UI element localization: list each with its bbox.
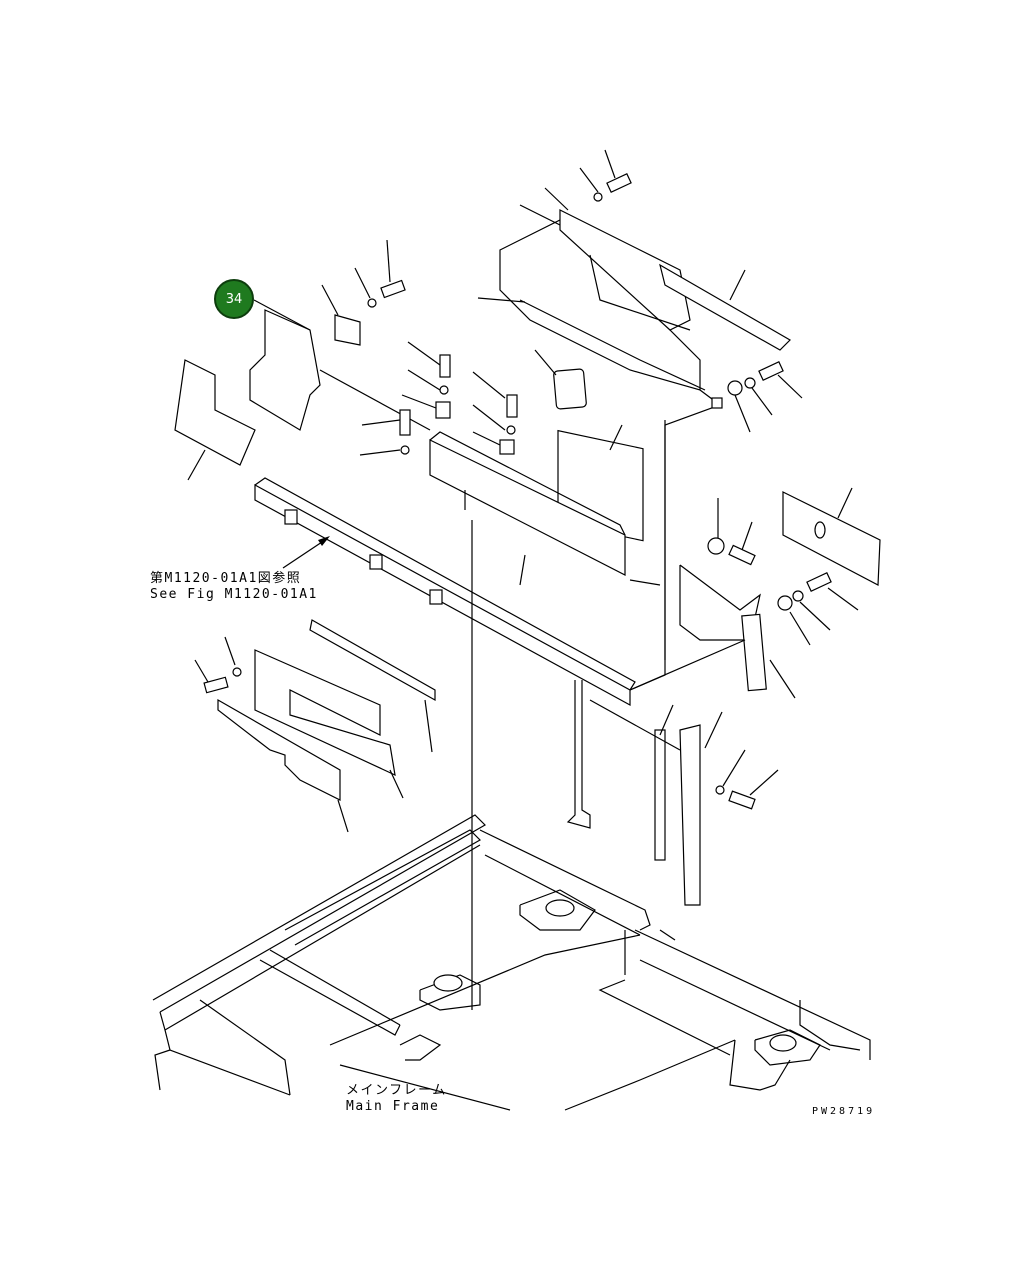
vertical-strips — [654, 704, 779, 906]
lower-left-covers — [194, 619, 436, 833]
main-frame-label-en: Main Frame — [346, 1099, 440, 1114]
rear-cover-assembly — [499, 209, 791, 660]
part-callout-number: 34 — [225, 291, 243, 307]
reference-label-jp: 第M1120-01A1図参照 — [150, 571, 302, 586]
bolt-group-top — [477, 149, 746, 303]
bolt-group-right-upper — [711, 361, 803, 433]
right-side-plates — [679, 487, 881, 699]
reference-arrow-icon — [282, 536, 330, 569]
bolt-group-centre — [359, 341, 518, 456]
main-frame — [152, 814, 871, 1111]
main-frame-label-jp: メインフレーム — [346, 1083, 447, 1098]
drawing-id: PW28719 — [812, 1106, 876, 1117]
left-cover-assembly — [174, 239, 431, 481]
part-callout-34[interactable]: 34 — [214, 279, 254, 319]
reference-label-en: See Fig M1120-01A1 — [150, 587, 318, 602]
leader-lines — [471, 520, 746, 1010]
centre-beam — [429, 431, 626, 586]
